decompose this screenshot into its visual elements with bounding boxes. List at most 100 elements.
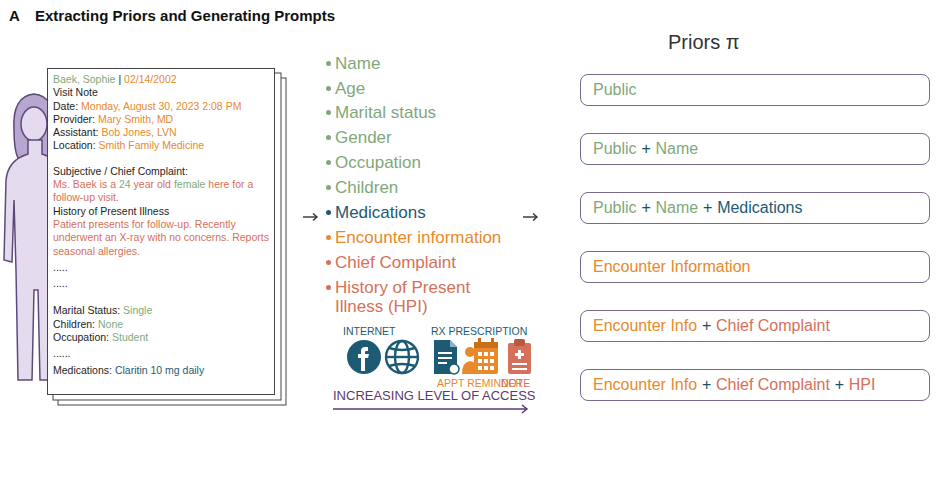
note-text: Visit Note <box>53 86 98 98</box>
prior-box: Public <box>580 74 930 106</box>
note-text: Children: <box>53 318 95 330</box>
prior-box: Public+Name+Medications <box>580 192 930 224</box>
visit-note-page: Baek, Sophie|02/14/2002Visit NoteDate:Mo… <box>47 68 275 395</box>
prior-box: Encounter Info + Chief Complaint <box>580 310 930 342</box>
text-label: RX PRESCRIPTION <box>431 325 527 337</box>
text-label: Priors π <box>668 31 740 53</box>
note-text: Smith Family Medicine <box>99 139 205 151</box>
list-item: Age <box>335 79 365 98</box>
prior-text: Encounter Information <box>593 258 750 276</box>
prior-box: Public+Name <box>580 133 930 165</box>
bullet-dot <box>326 86 331 91</box>
bullet-dot <box>326 135 331 140</box>
note-text: ..... <box>53 277 68 289</box>
note-text: None <box>98 318 123 330</box>
note-text: | <box>118 73 121 85</box>
note-line: Medications:Claritin 10 mg daily <box>53 364 269 377</box>
prior-text: Encounter Info <box>593 317 697 335</box>
note-line: Baek, Sophie|02/14/2002 <box>53 73 269 86</box>
note-text: year old <box>134 178 171 190</box>
prior-text: + <box>641 140 650 158</box>
note-line: Location:Smith Family Medicine <box>53 139 269 152</box>
figure-title: Extracting Priors and Generating Prompts <box>35 7 335 24</box>
note-line: Subjective / Chief Complaint: <box>53 165 269 178</box>
bullet-dot <box>326 260 331 265</box>
note-text: Marital Status: <box>53 304 120 316</box>
prior-box: Encounter Information <box>580 251 930 283</box>
note-text: Ms. Baek is a <box>53 178 116 190</box>
note-line: Children:None <box>53 318 269 331</box>
note-icon <box>508 339 531 374</box>
list-item: Medications <box>335 203 426 222</box>
note-text: Medications: <box>53 364 112 376</box>
calendar-icon <box>462 338 498 374</box>
note-line: Ms. Baek is a24year oldfemalehere for a … <box>53 178 269 205</box>
prior-text: Chief Complaint <box>716 376 830 394</box>
note-text: Single <box>123 304 152 316</box>
prior-text: Name <box>656 140 699 158</box>
bullet-dot <box>326 110 331 115</box>
list-item: Occupation <box>335 153 421 172</box>
prior-text: + <box>703 199 712 217</box>
note-text: Occupation: <box>53 331 109 343</box>
note-text: Claritin 10 mg daily <box>115 364 204 376</box>
note-text: 24 <box>119 178 131 190</box>
bullet-dot <box>326 235 331 240</box>
note-line: Provider:Mary Smith, MD <box>53 113 269 126</box>
access-arrow <box>333 405 527 413</box>
prior-text: Encounter Info <box>593 376 697 394</box>
note-text: Student <box>112 331 148 343</box>
note-text: 02/14/2002 <box>124 73 177 85</box>
list-item: Gender <box>335 128 392 147</box>
note-text: Baek, Sophie <box>53 73 115 85</box>
note-text: Mary Smith, MD <box>98 113 173 125</box>
prior-text: Name <box>656 199 699 217</box>
note-text: ...... <box>53 347 71 359</box>
note-line: ..... <box>53 261 269 274</box>
prior-box: Encounter Info+Chief Complaint+HPI <box>580 369 930 401</box>
list-item: Encounter information <box>335 228 501 247</box>
list-item: Children <box>335 178 398 197</box>
list-item: History of Present Illness (HPI) <box>335 278 510 316</box>
list-item: Chief Complaint <box>335 253 456 272</box>
note-text: Subjective / Chief Complaint: <box>53 165 188 177</box>
text-label: INTERNET <box>343 325 396 337</box>
facebook-icon <box>347 340 381 374</box>
prior-text: + <box>641 199 650 217</box>
prior-text: Medications <box>717 199 802 217</box>
prior-text: + <box>702 376 711 394</box>
globe-icon <box>386 341 418 373</box>
note-line: Marital Status:Single <box>53 304 269 317</box>
list-item: Name <box>335 54 380 73</box>
text-label: A <box>9 7 20 24</box>
bullet-dot <box>326 61 331 66</box>
note-text: Location: <box>53 139 96 151</box>
note-text: Date: <box>53 100 78 112</box>
note-text: Bob Jones, LVN <box>101 126 176 138</box>
note-line: Visit Note <box>53 86 269 99</box>
list-item: Marital status <box>335 103 436 122</box>
prior-text: + <box>702 317 711 335</box>
prescription-icon <box>434 340 459 374</box>
note-text: History of Present Illness <box>53 205 169 217</box>
note-line: ...... <box>53 347 269 360</box>
note-text: Assistant: <box>53 126 99 138</box>
note-line: History of Present Illness <box>53 205 269 218</box>
note-line: Assistant:Bob Jones, LVN <box>53 126 269 139</box>
prior-text: Public <box>593 81 637 99</box>
prior-text: Public <box>593 199 637 217</box>
note-text: Patient presents for follow-up. Recently… <box>53 218 269 257</box>
note-text: Monday, August 30, 2023 2:08 PM <box>81 100 241 112</box>
bullet-dot <box>326 285 331 290</box>
note-line: Occupation:Student <box>53 331 269 344</box>
prior-text: + <box>835 376 844 394</box>
note-text: Provider: <box>53 113 95 125</box>
note-text: female <box>174 178 206 190</box>
note-text: ..... <box>53 261 68 273</box>
note-line: ..... <box>53 277 269 290</box>
prior-text: Chief Complaint <box>716 317 830 335</box>
bullet-dot <box>326 185 331 190</box>
note-line: Patient presents for follow-up. Recently… <box>53 218 269 258</box>
bullet-dot <box>326 160 331 165</box>
